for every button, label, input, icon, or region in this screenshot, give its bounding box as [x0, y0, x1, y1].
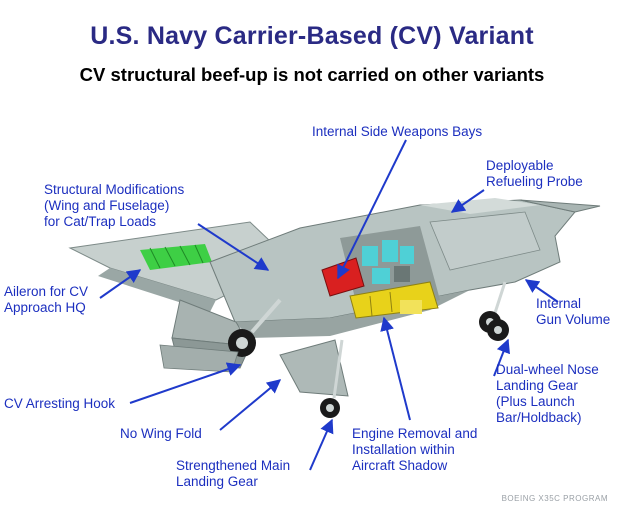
callout-nose-gear: Dual-wheel Nose Landing Gear (Plus Launc… [496, 362, 599, 426]
callout-aileron: Aileron for CV Approach HQ [4, 284, 88, 316]
callout-engine-removal: Engine Removal and Installation within A… [352, 426, 477, 474]
callout-weapons-bays: Internal Side Weapons Bays [312, 124, 482, 140]
footer-credit: BOEING X35C PROGRAM [502, 494, 608, 503]
nose-landing-gear [479, 282, 509, 341]
page-subtitle: CV structural beef-up is not carried on … [0, 64, 624, 86]
callout-main-gear: Strengthened Main Landing Gear [176, 458, 290, 490]
callout-refueling-probe: Deployable Refueling Probe [486, 158, 583, 190]
page-title: U.S. Navy Carrier-Based (CV) Variant [0, 22, 624, 51]
callout-gun-volume: Internal Gun Volume [536, 296, 610, 328]
callout-structural-mods: Structural Modifications (Wing and Fusel… [44, 182, 184, 230]
callout-arresting-hook: CV Arresting Hook [4, 396, 115, 412]
callout-wing-fold: No Wing Fold [120, 426, 202, 442]
